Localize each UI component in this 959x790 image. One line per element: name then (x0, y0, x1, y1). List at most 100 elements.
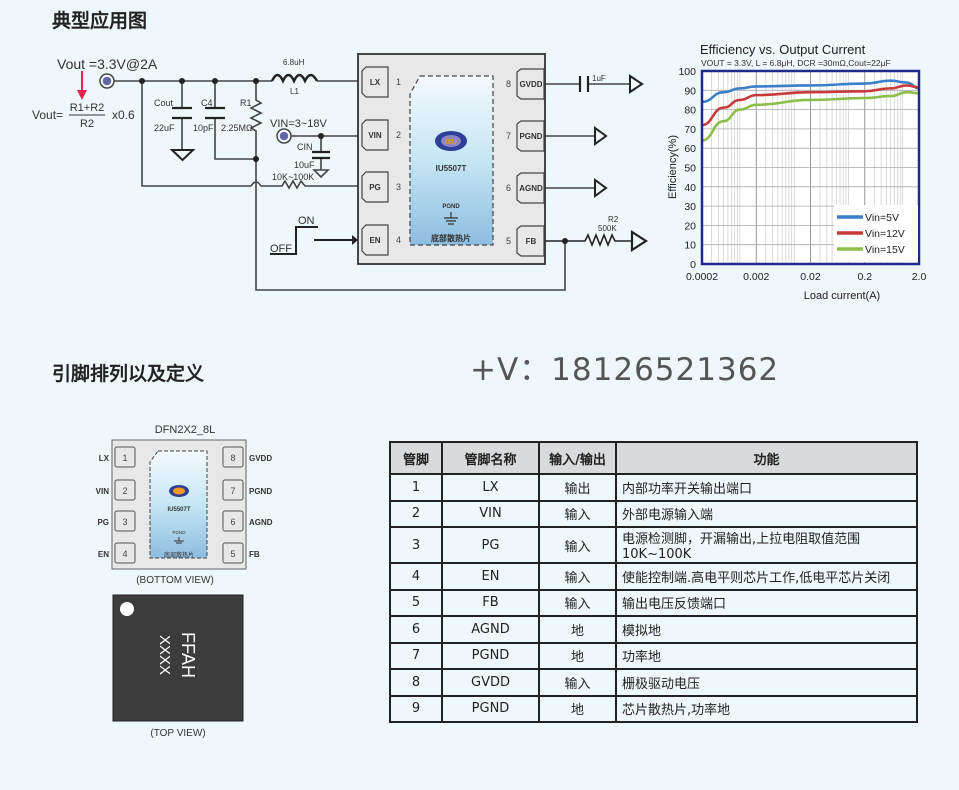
section-title-application: 典型应用图 (52, 10, 148, 32)
vin-terminal (276, 128, 292, 144)
y-tick-label: 90 (684, 85, 696, 97)
y-tick-label: 40 (684, 182, 696, 194)
column-header: 管脚 (389, 441, 443, 475)
function-cell: 输出电压反馈端口 (615, 588, 918, 617)
function-cell: 芯片散热片,功率地 (615, 694, 918, 723)
x-tick-label: 2.0 (912, 271, 927, 283)
formula-multiplier: x0.6 (112, 108, 135, 122)
package-pad-label: PGND (172, 530, 186, 535)
y-tick-label: 10 (684, 240, 696, 252)
pad-label: PGND (442, 204, 460, 210)
io-cell: 输出 (538, 473, 617, 502)
x-tick-label: 0.02 (800, 271, 821, 283)
y-tick-label: 20 (684, 220, 696, 232)
en-on-label: ON (298, 215, 315, 227)
function-cell: 栅极驱动电压 (615, 668, 918, 697)
y-tick-label: 0 (690, 259, 696, 271)
io-cell: 输入 (538, 588, 617, 617)
application-schematic: Vout =3.3V@2A Vout= R1+R2 R2 x0.6 Cout 2… (32, 53, 649, 291)
ic-pin-fb: FB5 (506, 225, 545, 257)
pin-number: 2 (396, 130, 401, 140)
table-header-row: 管脚管脚名称输入/输出功能 (389, 441, 918, 475)
r2-name: R2 (608, 215, 619, 224)
series-line-vin-12v (701, 84, 920, 127)
x-tick-label: 0.2 (857, 271, 872, 283)
l1-value: 6.8uH (283, 58, 305, 67)
column-header: 输入/输出 (538, 441, 617, 475)
cin-name: CIN (297, 142, 313, 152)
ic-pin-pgnd: PGND 7 (506, 120, 545, 152)
y-tick-label: 50 (684, 163, 696, 175)
x-axis-label: Load current(A) (804, 290, 880, 302)
io-cell: 输入 (538, 562, 617, 591)
package-pad-caption: 底部散热片 (164, 551, 194, 559)
top-view-label: (TOP VIEW) (150, 728, 205, 739)
pin-number: 6 (506, 183, 511, 193)
pin-number: 6 (230, 517, 235, 527)
pin-name: FB (526, 237, 537, 246)
pin-name: PGND (519, 132, 542, 141)
series-line-vin-5v (701, 79, 920, 104)
c4-value: 10pF (193, 123, 214, 133)
package-chip-name: IU5507T (167, 507, 190, 513)
pin-name-cell: GVDD (441, 668, 540, 697)
pin-number-cell: 2 (389, 499, 443, 528)
chip-name: IU5507T (436, 164, 467, 173)
pin-name: LX (370, 78, 381, 87)
pin-number-cell: 1 (389, 473, 443, 502)
function-cell: 内部功率开关输出端口 (615, 473, 918, 502)
column-header: 功能 (615, 441, 918, 475)
io-cell: 输入 (538, 668, 617, 697)
junction-dots (139, 78, 568, 244)
r1-value: 2.25MΩ (221, 123, 253, 133)
c4-name: C4 (201, 98, 213, 108)
pin-number: 3 (396, 182, 401, 192)
pin-name-cell: VIN (441, 499, 540, 528)
y-tick-label: 70 (684, 124, 696, 136)
pin-number-cell: 8 (389, 668, 443, 697)
chart-subtitle: VOUT = 3.3V, L = 6.8μH, DCR =30mΩ,Cout=2… (701, 58, 891, 68)
pin-number-cell: 3 (389, 526, 443, 564)
y-tick-label: 80 (684, 105, 696, 117)
ground-icon (444, 212, 458, 225)
section-title-pinout: 引脚排列以及定义 (52, 363, 205, 385)
pg-resistor-value: 10K~100K (272, 172, 314, 182)
ic-pin-en: EN 4 (361, 224, 401, 256)
cin-value: 10uF (294, 160, 315, 170)
y-tick-label: 100 (678, 66, 696, 78)
pin-name: LX (99, 454, 110, 463)
pin-name: PGND (249, 487, 272, 496)
x-tick-label: 0.002 (743, 271, 769, 283)
pin-name: EN (98, 550, 109, 559)
pin-name: FB (249, 550, 260, 559)
io-cell: 输入 (538, 499, 617, 528)
pin-name-cell: EN (441, 562, 540, 591)
io-cell: 地 (538, 615, 617, 644)
function-cell: 功率地 (615, 641, 918, 670)
formula-denominator: R2 (80, 118, 94, 130)
pin-number: 1 (122, 453, 127, 463)
io-cell: 地 (538, 694, 617, 723)
pin-number-cell: 7 (389, 641, 443, 670)
function-cell: 外部电源输入端 (615, 499, 918, 528)
pin-name-cell: FB (441, 588, 540, 617)
r1-name: R1 (240, 98, 252, 108)
pin-number: 7 (230, 486, 235, 496)
pin-number: 2 (122, 486, 127, 496)
pin-number: 7 (506, 131, 511, 141)
efficiency-chart: Efficiency vs. Output Current VOUT = 3.3… (667, 42, 927, 302)
pin-number: 4 (396, 235, 401, 245)
pin-name: EN (369, 236, 380, 245)
logo-text: IXU (445, 139, 457, 146)
